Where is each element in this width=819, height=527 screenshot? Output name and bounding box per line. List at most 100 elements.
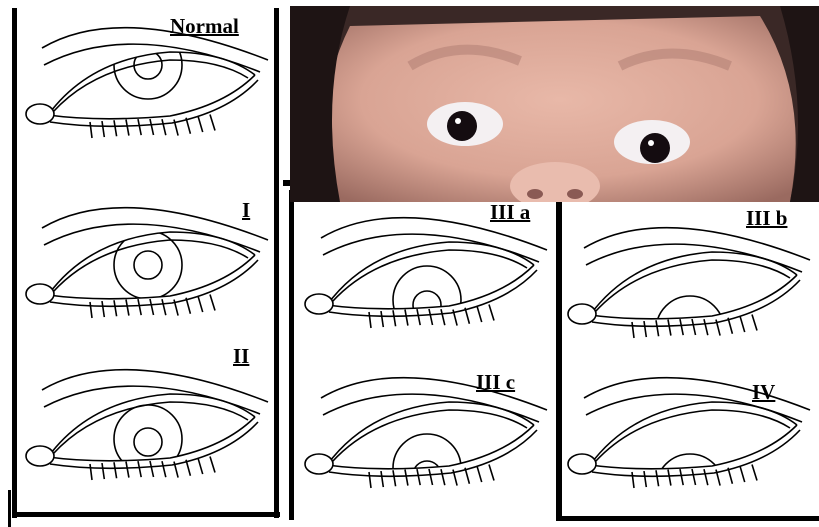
brow-line <box>42 370 268 402</box>
label-grade-4: IV <box>752 382 775 403</box>
eyelash <box>704 469 708 485</box>
eyelash <box>692 469 696 485</box>
label-grade-2: II <box>233 346 249 367</box>
eyelash <box>465 308 469 324</box>
lacrimal-caruncle <box>568 454 596 474</box>
label-normal: Normal <box>170 16 239 37</box>
label-grade-1: I <box>242 200 250 221</box>
eyelash <box>162 461 166 477</box>
eyelash <box>381 471 383 487</box>
lacrimal-caruncle <box>26 284 54 304</box>
eyelash <box>680 319 683 335</box>
eyelash <box>441 309 445 325</box>
eyelash <box>704 319 708 335</box>
eyelash <box>126 120 129 136</box>
eyelash <box>632 322 634 338</box>
eyelash <box>680 469 683 485</box>
eyelash <box>429 469 433 485</box>
eyelash <box>477 306 482 322</box>
eyelash <box>740 466 745 482</box>
panel-grade-3c: III c <box>294 360 556 516</box>
eyelash <box>668 320 671 336</box>
eyelash <box>752 315 757 331</box>
right-pupil <box>640 133 670 163</box>
iris <box>114 31 182 99</box>
eyelash <box>102 121 104 137</box>
left-column-frame-left <box>12 8 17 518</box>
eyelash <box>162 119 166 135</box>
eyelash <box>489 465 494 481</box>
eyelash <box>441 469 445 485</box>
pupil <box>134 428 162 456</box>
eyelash <box>656 470 659 486</box>
eye-sketch-grade-3a <box>294 200 556 360</box>
panel-grade-3a: III a <box>294 200 556 360</box>
eyelash <box>198 116 203 132</box>
eyelash <box>465 468 469 484</box>
lacrimal-caruncle <box>26 104 54 124</box>
lacrimal-caruncle <box>568 304 596 324</box>
lower-lid <box>48 255 255 299</box>
lacrimal-caruncle <box>305 294 333 314</box>
label-grade-3c: III c <box>476 372 515 393</box>
iris <box>656 454 724 516</box>
eyelash <box>186 460 190 476</box>
brow-line <box>584 228 810 260</box>
eyelash <box>210 115 215 131</box>
upper-lid-inner <box>53 240 248 292</box>
eyelash <box>114 120 117 136</box>
child-eyes-photo-svg <box>290 6 819 202</box>
eyelash <box>728 318 732 334</box>
eyelash <box>477 466 482 482</box>
eye-sketch-grade-4 <box>562 360 819 516</box>
upper-lid-inner <box>332 250 527 302</box>
eye-sketch-grade-3c <box>294 360 556 516</box>
eyelash <box>369 312 371 328</box>
eyelash <box>186 118 190 134</box>
lacrimal-caruncle <box>26 446 54 466</box>
child-eyes-photo <box>290 6 819 202</box>
eyelash <box>102 301 104 317</box>
lower-lid <box>327 265 534 309</box>
eyelash <box>102 463 104 479</box>
eyelash <box>393 470 396 486</box>
eyelash <box>114 300 117 316</box>
eyelash <box>429 309 433 325</box>
panel-grade-2: II <box>20 340 275 510</box>
bottom-right-frame <box>556 516 819 521</box>
panel-grade-4: IV <box>562 360 819 516</box>
eyelash <box>692 319 696 335</box>
pupil <box>676 486 704 514</box>
upper-lid-inner <box>595 260 790 312</box>
brow-line <box>42 208 268 240</box>
lacrimal-caruncle <box>305 454 333 474</box>
eyelash <box>198 458 203 474</box>
lower-lid-outer <box>50 260 258 306</box>
lower-lid <box>48 417 255 461</box>
eyelash <box>417 309 420 325</box>
eyelash <box>210 295 215 311</box>
upper-lid-inner <box>53 60 248 112</box>
eyelash <box>138 119 141 135</box>
eyelash <box>405 310 408 326</box>
iris <box>114 405 182 473</box>
bottom-left-mark <box>8 490 11 527</box>
eyelash <box>489 305 494 321</box>
eyelash <box>417 469 420 485</box>
lower-lid-outer <box>50 80 258 126</box>
panel-normal: Normal <box>20 10 275 180</box>
eyelash <box>150 119 154 135</box>
label-grade-3a: III a <box>490 202 530 223</box>
eyelash <box>668 470 671 486</box>
eyelash <box>162 299 166 315</box>
label-grade-3b: III b <box>746 208 787 229</box>
eyelash <box>644 471 646 487</box>
left-column-frame-bottom <box>12 512 280 517</box>
eyelash <box>150 461 154 477</box>
eyelash <box>198 296 203 312</box>
eyelash <box>126 462 129 478</box>
eyelash <box>114 462 117 478</box>
lower-lid-outer <box>592 430 800 476</box>
lower-lid-outer <box>329 430 537 476</box>
eyelash <box>752 465 757 481</box>
